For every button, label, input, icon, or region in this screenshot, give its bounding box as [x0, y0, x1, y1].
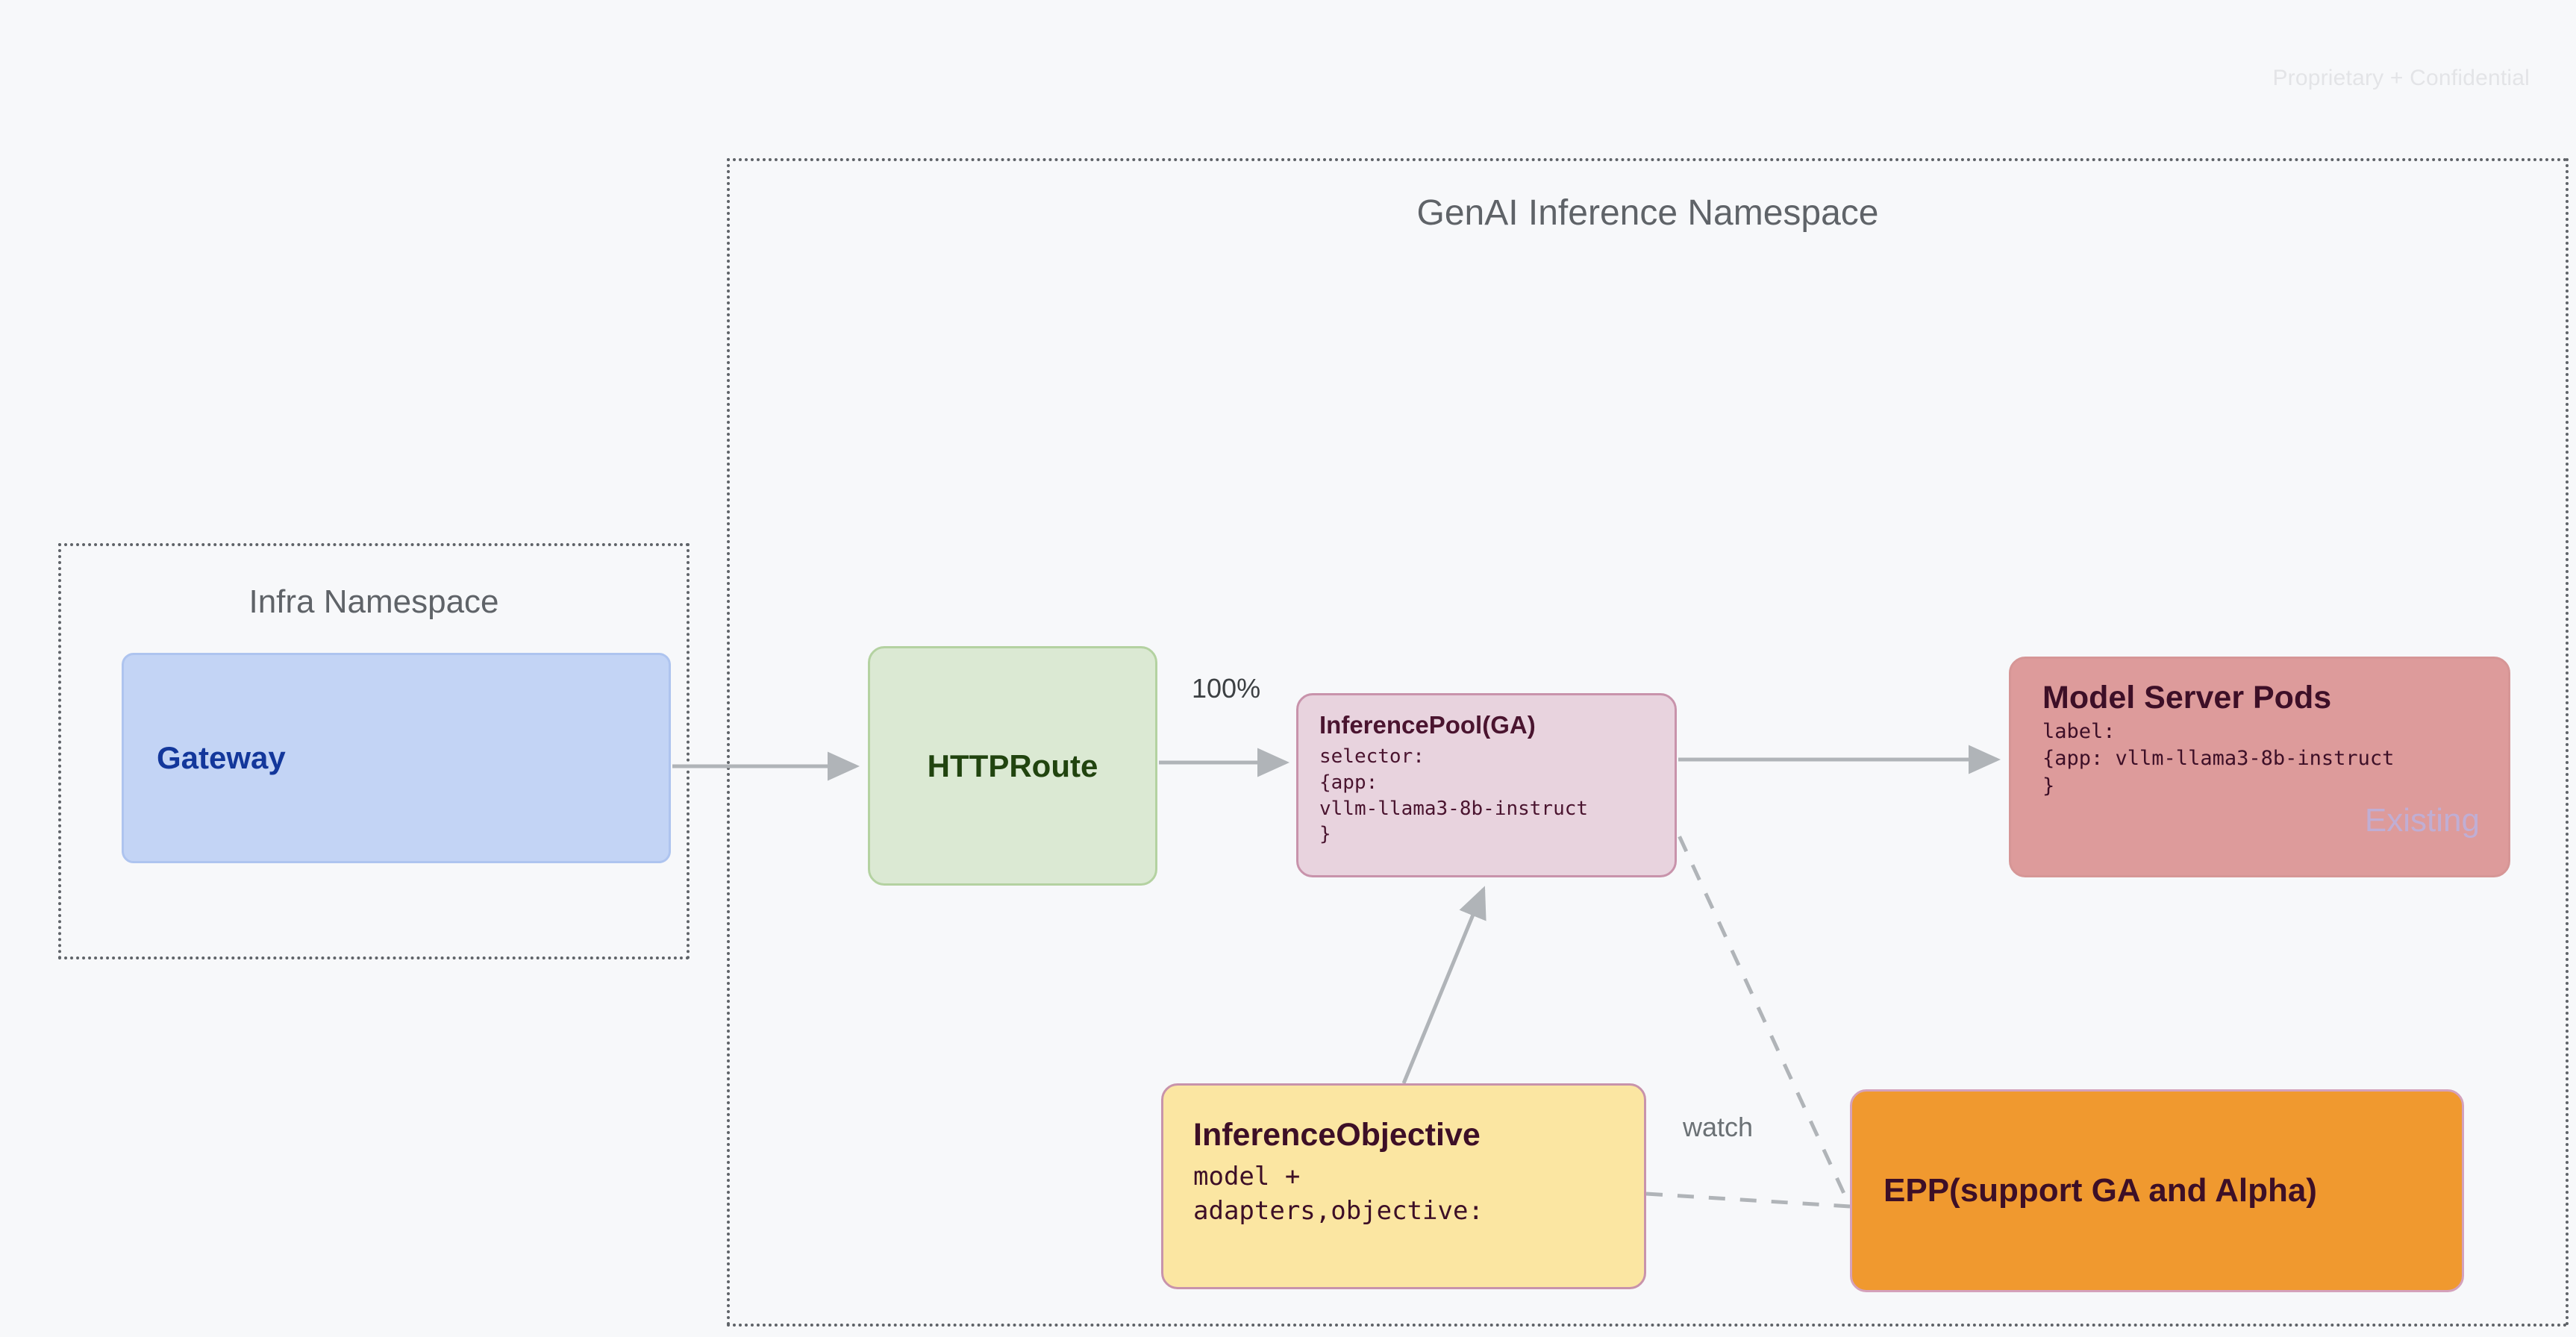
- node-model-server-pods-title: Model Server Pods: [2042, 680, 2332, 716]
- edge-label-watch: watch: [1683, 1112, 1754, 1142]
- node-inferencepool-body: selector: {app: vllm-llama3-8b-instruct …: [1319, 745, 1589, 846]
- node-gateway[interactable]: Gateway: [122, 653, 671, 863]
- node-inferencepool-title: InferencePool(GA): [1319, 711, 1536, 739]
- namespace-infra: Infra Namespace: [58, 543, 690, 959]
- node-gateway-title: Gateway: [157, 740, 286, 776]
- node-inferencepool[interactable]: InferencePool(GA) selector: {app: vllm-l…: [1296, 693, 1677, 877]
- namespace-infra-title: Infra Namespace: [248, 583, 499, 620]
- namespace-genai-inference: GenAI Inference Namespace: [727, 158, 2569, 1327]
- node-inference-objective[interactable]: InferenceObjective model + adapters,obje…: [1161, 1083, 1646, 1289]
- node-inference-objective-body: model + adapters,objective:: [1193, 1162, 1484, 1226]
- namespace-genai-inference-title: GenAI Inference Namespace: [1416, 193, 1879, 233]
- confidentiality-watermark: Proprietary + Confidential: [2272, 66, 2530, 90]
- node-inference-objective-title: InferenceObjective: [1193, 1117, 1481, 1153]
- edge-label-traffic-weight: 100%: [1192, 673, 1261, 704]
- node-model-server-pods[interactable]: Model Server Pods label: {app: vllm-llam…: [2009, 657, 2510, 877]
- node-httproute[interactable]: HTTPRoute: [868, 646, 1157, 886]
- node-httproute-title: HTTPRoute: [927, 748, 1098, 783]
- node-epp-title: EPP(support GA and Alpha): [1883, 1172, 2317, 1209]
- existing-stamp: Existing: [2364, 802, 2480, 839]
- node-epp[interactable]: EPP(support GA and Alpha): [1850, 1089, 2464, 1292]
- node-model-server-pods-body: label: {app: vllm-llama3-8b-instruct }: [2042, 720, 2395, 798]
